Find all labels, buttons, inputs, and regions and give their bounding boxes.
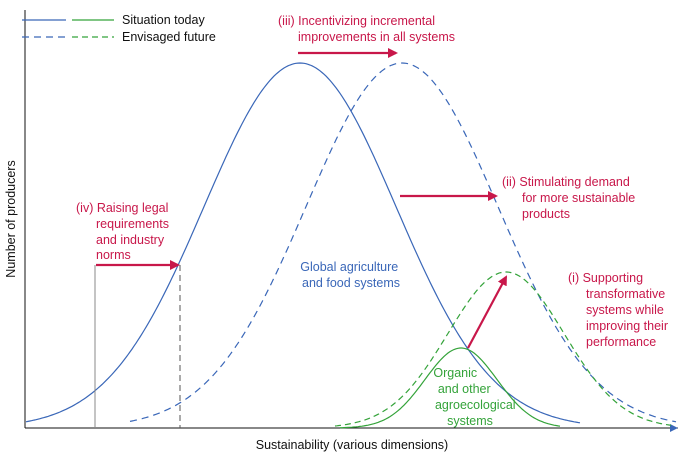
x-axis-label: Sustainability (various dimensions): [256, 438, 448, 452]
organic-systems-label-line: and other: [438, 382, 491, 396]
annotation-i-line: (i) Supporting: [568, 271, 643, 285]
annotation-ii-line: for more sustainable: [522, 191, 635, 205]
global-systems-today-curve: [25, 62, 581, 424]
organic-systems-label: Organic and other agroecological systems: [433, 366, 519, 428]
annotation-iv-line: norms: [96, 248, 131, 262]
global-systems-future-curve: [129, 62, 677, 423]
annotation-iv-line: and industry: [96, 233, 165, 247]
legend-solid-label: Situation today: [122, 13, 205, 27]
annotation-iii-line: improvements in all systems: [298, 30, 455, 44]
organic-systems-future-curve: [334, 271, 672, 427]
annotation-iii-line: (iii) Incentivizing incremental: [278, 14, 435, 28]
organic-systems-label-line: systems: [447, 414, 493, 428]
annotation-ii-line: products: [522, 207, 570, 221]
organic-systems-label-line: Organic: [433, 366, 477, 380]
legend-dashed-label: Envisaged future: [122, 30, 216, 44]
annotation-i-line: transformative: [586, 287, 665, 301]
annotation-i-line: performance: [586, 335, 656, 349]
legend: Situation today Envisaged future: [22, 13, 216, 44]
global-systems-label: Global agriculture and food systems: [300, 260, 401, 290]
annotation-i-line: systems while: [586, 303, 664, 317]
annotation-iv-line: (iv) Raising legal: [76, 201, 168, 215]
annotation-iv: (iv) Raising legal requirements and indu…: [76, 201, 172, 262]
annotation-ii-line: (ii) Stimulating demand: [502, 175, 630, 189]
global-systems-label-line: and food systems: [302, 276, 400, 290]
x-axis-arrowhead: [670, 424, 678, 432]
organic-systems-label-line: agroecological: [435, 398, 516, 412]
arrow-i: [467, 275, 507, 349]
annotation-iii: (iii) Incentivizing incremental improvem…: [278, 14, 455, 44]
annotation-iv-line: requirements: [96, 217, 169, 231]
annotation-i-line: improving their: [586, 319, 668, 333]
y-axis-label: Number of producers: [4, 160, 18, 277]
organic-systems-today-curve: [340, 347, 561, 429]
annotation-i: (i) Supporting transformative systems wh…: [568, 271, 671, 349]
annotation-ii: (ii) Stimulating demand for more sustain…: [502, 175, 639, 221]
global-systems-label-line: Global agriculture: [300, 260, 398, 274]
